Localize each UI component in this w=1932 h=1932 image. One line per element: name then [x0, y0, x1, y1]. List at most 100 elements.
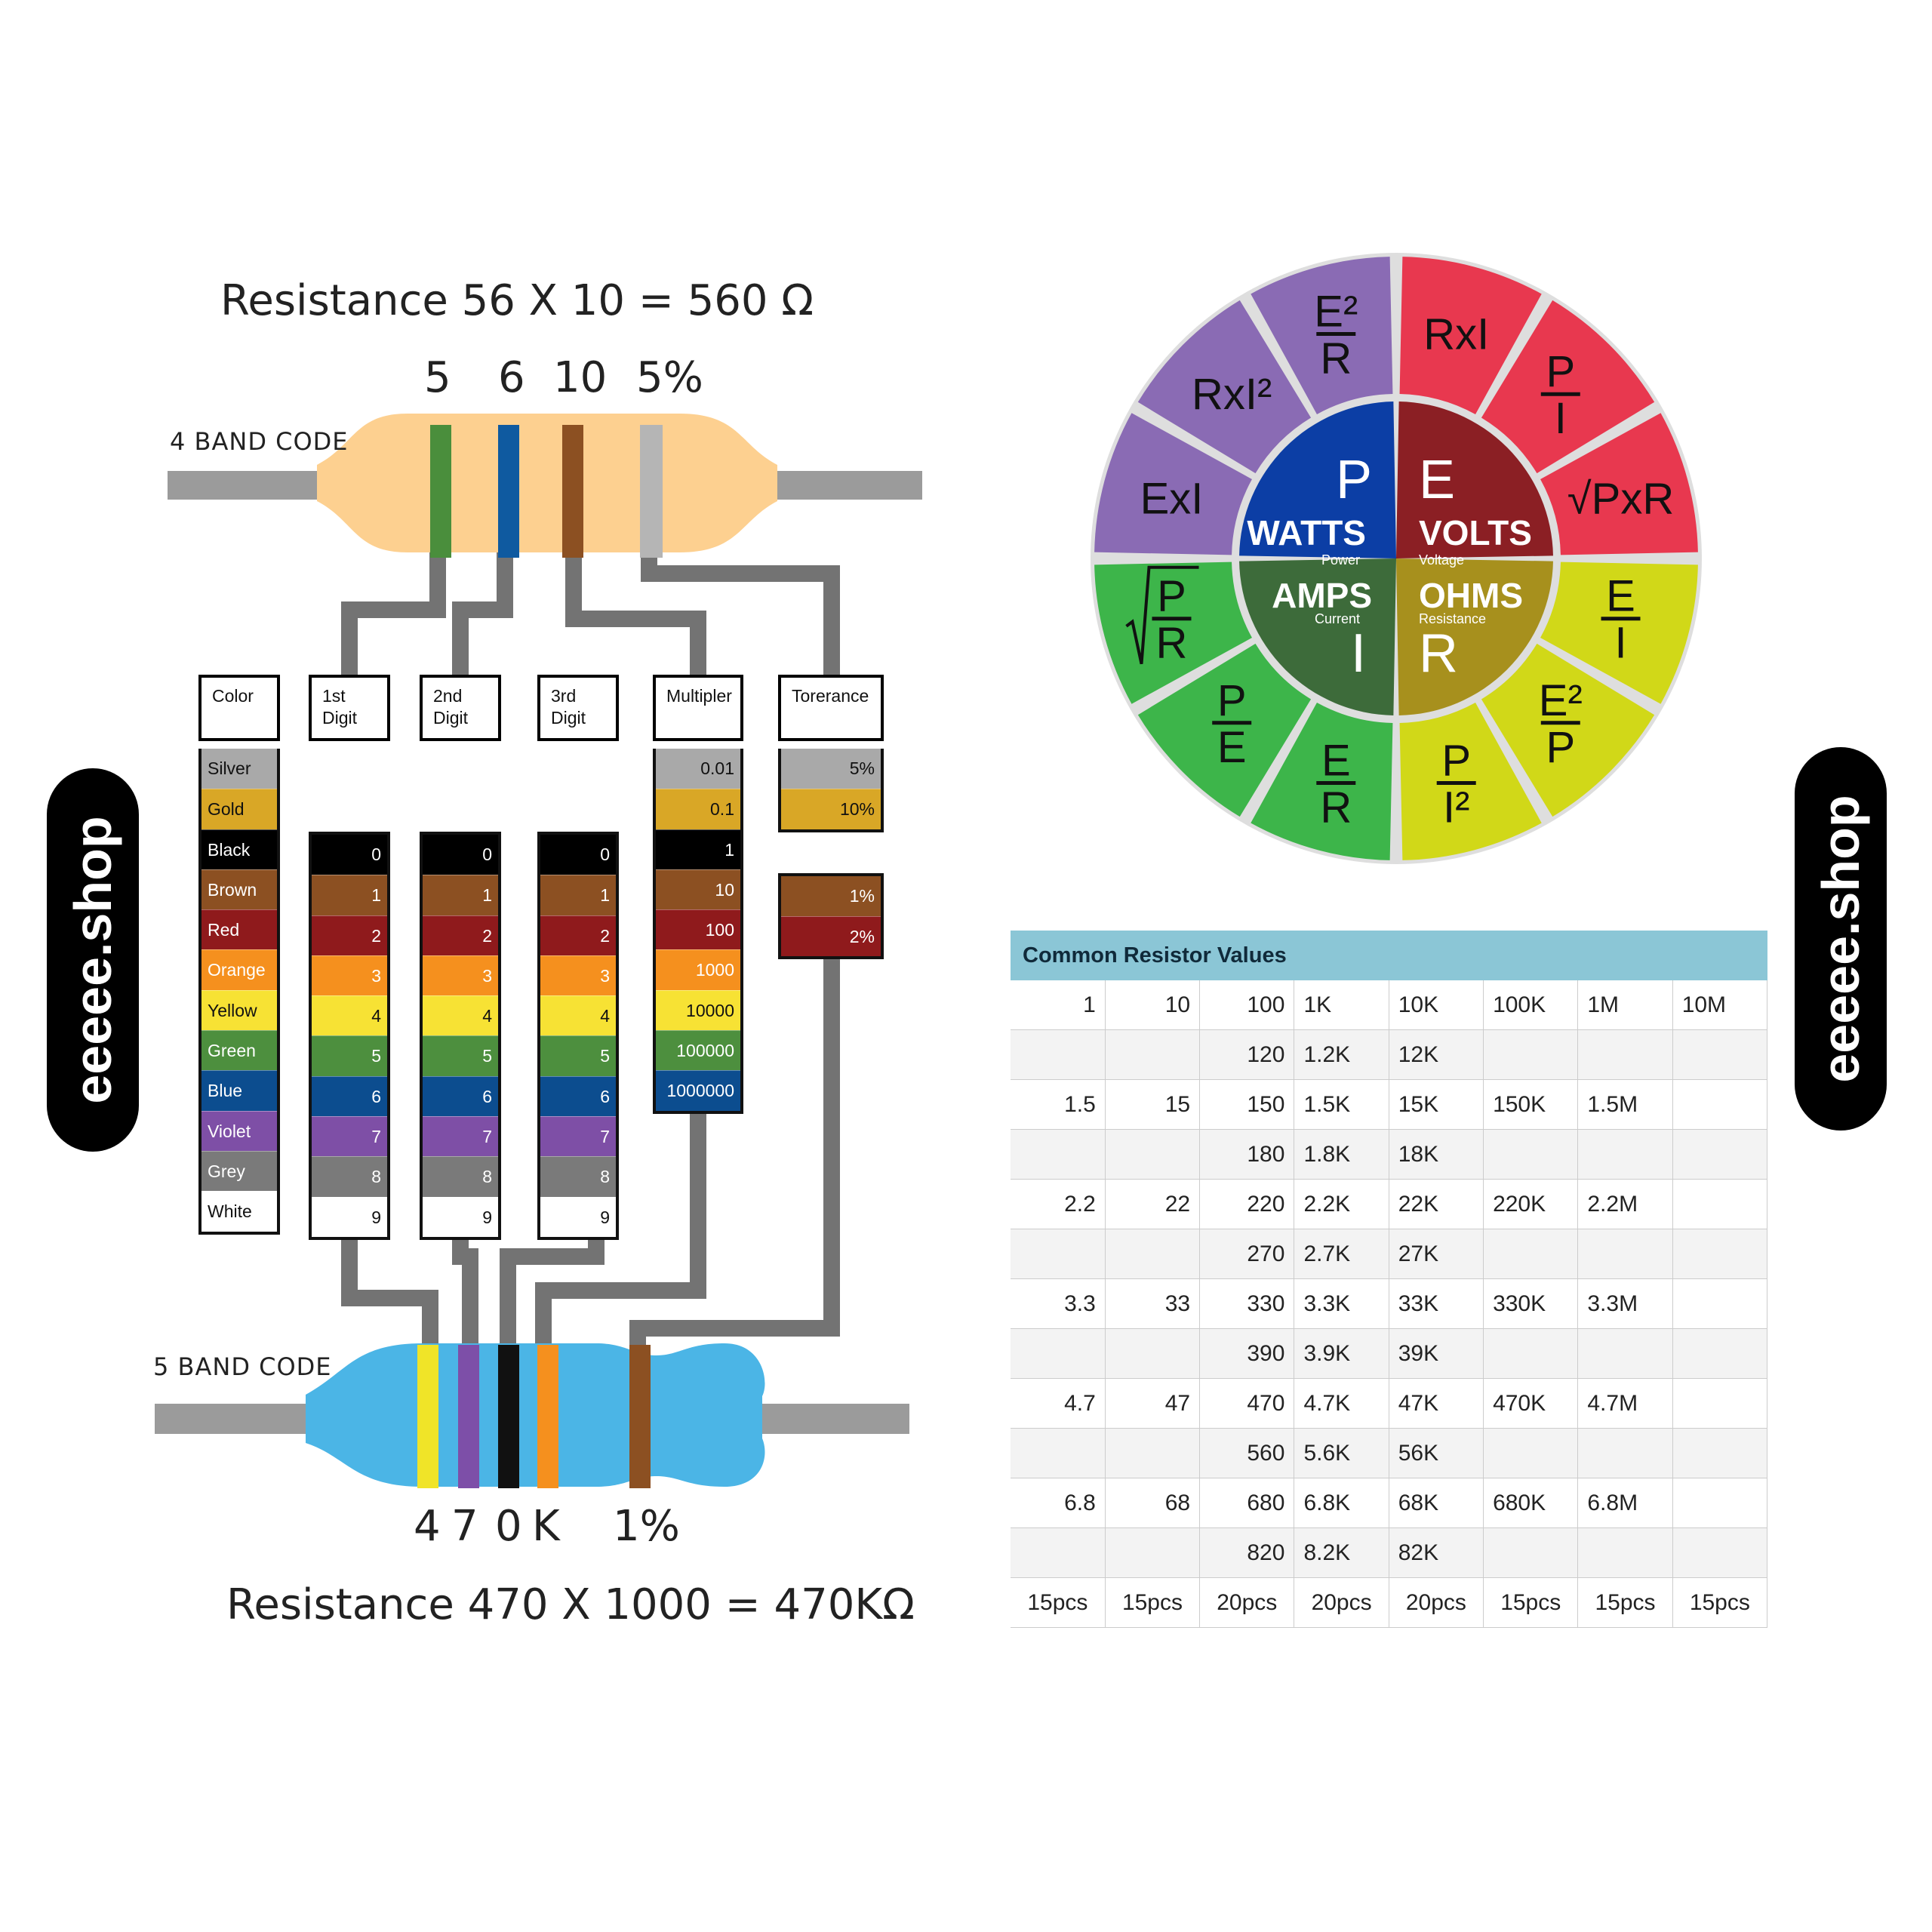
- svg-text:E: E: [1217, 723, 1247, 772]
- multiplier-cell: 100: [656, 909, 740, 950]
- brand-text-right: eeeee.shop: [1811, 795, 1870, 1083]
- multiplier-cell: 1: [656, 829, 740, 869]
- color-cell: Orange: [202, 949, 277, 990]
- table-cell: 1.5: [1011, 1079, 1106, 1130]
- digit2-cell: 7: [423, 1116, 498, 1157]
- svg-text:E: E: [1606, 572, 1635, 621]
- table-cell: [1483, 1328, 1579, 1379]
- ohms-sector-11: RxI²: [1137, 300, 1312, 474]
- color-cell: Red: [202, 909, 277, 950]
- resistor4-band-2: [498, 425, 519, 558]
- table-cell: 47K: [1389, 1378, 1484, 1429]
- band5-label-1: 4: [414, 1502, 441, 1551]
- table-cell: 120: [1199, 1029, 1295, 1080]
- table-cell: [1011, 1229, 1106, 1279]
- table-footer-cell: 20pcs: [1199, 1577, 1295, 1628]
- table-cell: [1483, 1029, 1579, 1080]
- table-cell: 1.5K: [1294, 1079, 1389, 1130]
- ohms-sector-3: √PxR: [1540, 413, 1698, 555]
- table-cell: 10M: [1672, 980, 1768, 1030]
- tolerance-cell: 5%: [781, 749, 881, 789]
- resistor4-band-1: [430, 425, 451, 558]
- table-footer-cell: 15pcs: [1577, 1577, 1673, 1628]
- digit1-cell: 0: [312, 835, 387, 875]
- svg-text:R: R: [1320, 783, 1352, 832]
- tolerance-column-cells-bottom: 1%2%: [778, 872, 884, 960]
- resistor4-band-4: [640, 425, 663, 558]
- table-cell: 150: [1199, 1079, 1295, 1130]
- table-cell: [1011, 1428, 1106, 1478]
- resistor-5band: [155, 1343, 909, 1488]
- table-cell: 390: [1199, 1328, 1295, 1379]
- table-cell: 3.9K: [1294, 1328, 1389, 1379]
- multiplier-cell: 0.1: [656, 789, 740, 829]
- table-cell: [1672, 1179, 1768, 1229]
- digit2-column-header: 2nd Digit: [420, 675, 501, 741]
- table-cell: 330K: [1483, 1278, 1579, 1329]
- table-cell: [1577, 1129, 1673, 1180]
- table-cell: 2.2: [1011, 1179, 1106, 1229]
- svg-text:P: P: [1546, 347, 1575, 396]
- table-cell: 1.2K: [1294, 1029, 1389, 1080]
- color-cell: Black: [202, 829, 277, 869]
- svg-text:RxI: RxI: [1423, 309, 1489, 358]
- table-cell: 27K: [1389, 1229, 1484, 1279]
- color-cell: Violet: [202, 1110, 277, 1151]
- digit3-cell: 0: [540, 835, 616, 875]
- table-cell: 2.7K: [1294, 1229, 1389, 1279]
- ohms-sector-8: PE: [1137, 643, 1312, 817]
- band-label-4: 5%: [636, 353, 703, 402]
- ohms-sector-4: EI: [1540, 561, 1698, 704]
- table-cell: 15: [1105, 1079, 1201, 1130]
- digit1-cell: 6: [312, 1075, 387, 1117]
- wire-digit1: [341, 1219, 438, 1358]
- multiplier-cell: 0.01: [656, 749, 740, 789]
- table-footer-cell: 15pcs: [1011, 1577, 1106, 1628]
- tolerance-column-header: Torerance: [778, 675, 884, 741]
- table-cell: 220: [1199, 1179, 1295, 1229]
- color-cell: Yellow: [202, 989, 277, 1031]
- table-cell: 330: [1199, 1278, 1295, 1329]
- table-cell: [1577, 1428, 1673, 1478]
- center-i-sub: Current: [1315, 611, 1360, 626]
- center-quadrant-p: [1239, 401, 1396, 558]
- resistor5-title: Resistance 470 X 1000 = 470KΩ: [226, 1580, 915, 1629]
- center-quadrant-e: [1396, 401, 1553, 558]
- table-cell: [1577, 1229, 1673, 1279]
- brand-pill-right: eeeee.shop: [1795, 747, 1887, 1131]
- center-p-letter: P: [1336, 450, 1372, 510]
- table-cell: 15K: [1389, 1079, 1484, 1130]
- tolerance-cell: 1%: [781, 875, 881, 916]
- digit3-cell: 4: [540, 995, 616, 1036]
- ohms-sector-formula: √PxR: [1567, 474, 1674, 523]
- color-cell: Brown: [202, 869, 277, 910]
- table-cell: [1672, 1079, 1768, 1130]
- table-footer-cell: 15pcs: [1105, 1577, 1201, 1628]
- ohms-sector-formula: ER: [1316, 737, 1356, 832]
- ohms-sector-9: PR: [1094, 561, 1252, 704]
- ohms-sector-formula: E²P: [1539, 676, 1583, 772]
- table-footer-cell: 15pcs: [1483, 1577, 1579, 1628]
- table-cell: 10: [1105, 980, 1201, 1030]
- center-quadrant-i: [1239, 558, 1396, 715]
- table-cell: 10K: [1389, 980, 1484, 1030]
- center-e-sub: Voltage: [1419, 552, 1464, 568]
- brand-text-left: eeeee.shop: [63, 816, 122, 1104]
- digit2-cell: 0: [423, 835, 498, 875]
- table-footer-cell: 20pcs: [1294, 1577, 1389, 1628]
- table-cell: 270: [1199, 1229, 1295, 1279]
